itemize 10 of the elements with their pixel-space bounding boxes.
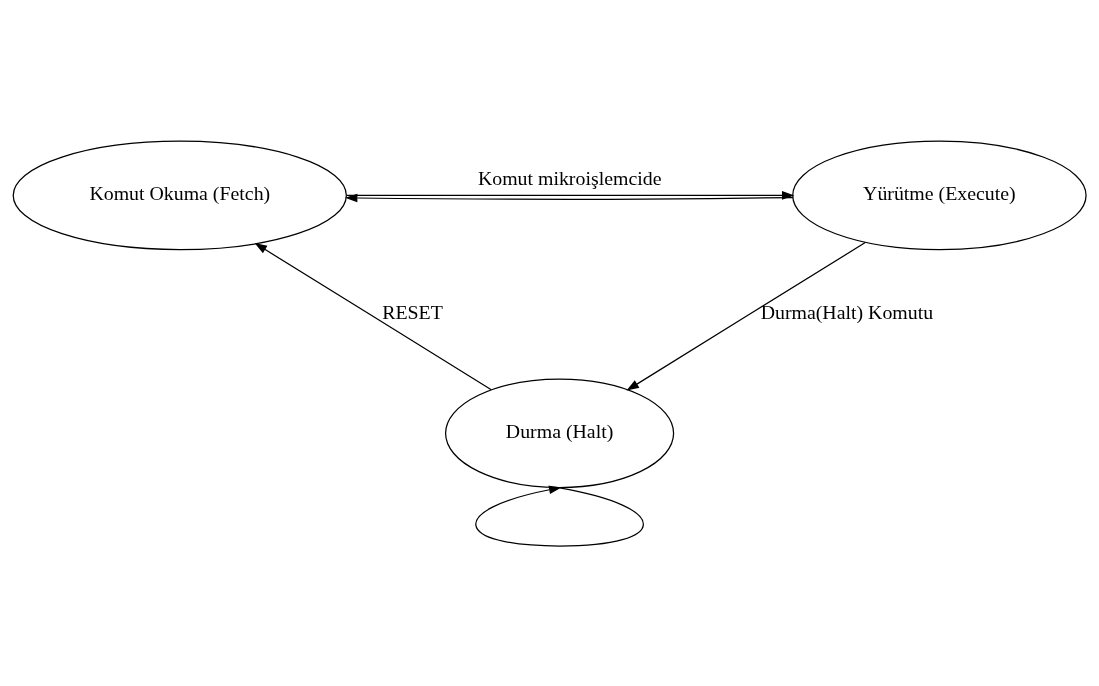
arrow: [626, 241, 866, 391]
arrow: [475, 485, 644, 547]
edge-label: Komut mikroişlemcide: [477, 166, 662, 189]
arrow: [346, 190, 795, 200]
node-ellipse: Komut Okuma (Fetch): [12, 140, 347, 250]
edge-label: RESET: [382, 300, 443, 323]
arrow: [345, 193, 794, 202]
node-ellipse: Yürütme (Execute): [792, 140, 1087, 250]
edge-label: Durma(Halt) Komutu: [760, 300, 934, 323]
arrow: [254, 242, 492, 390]
